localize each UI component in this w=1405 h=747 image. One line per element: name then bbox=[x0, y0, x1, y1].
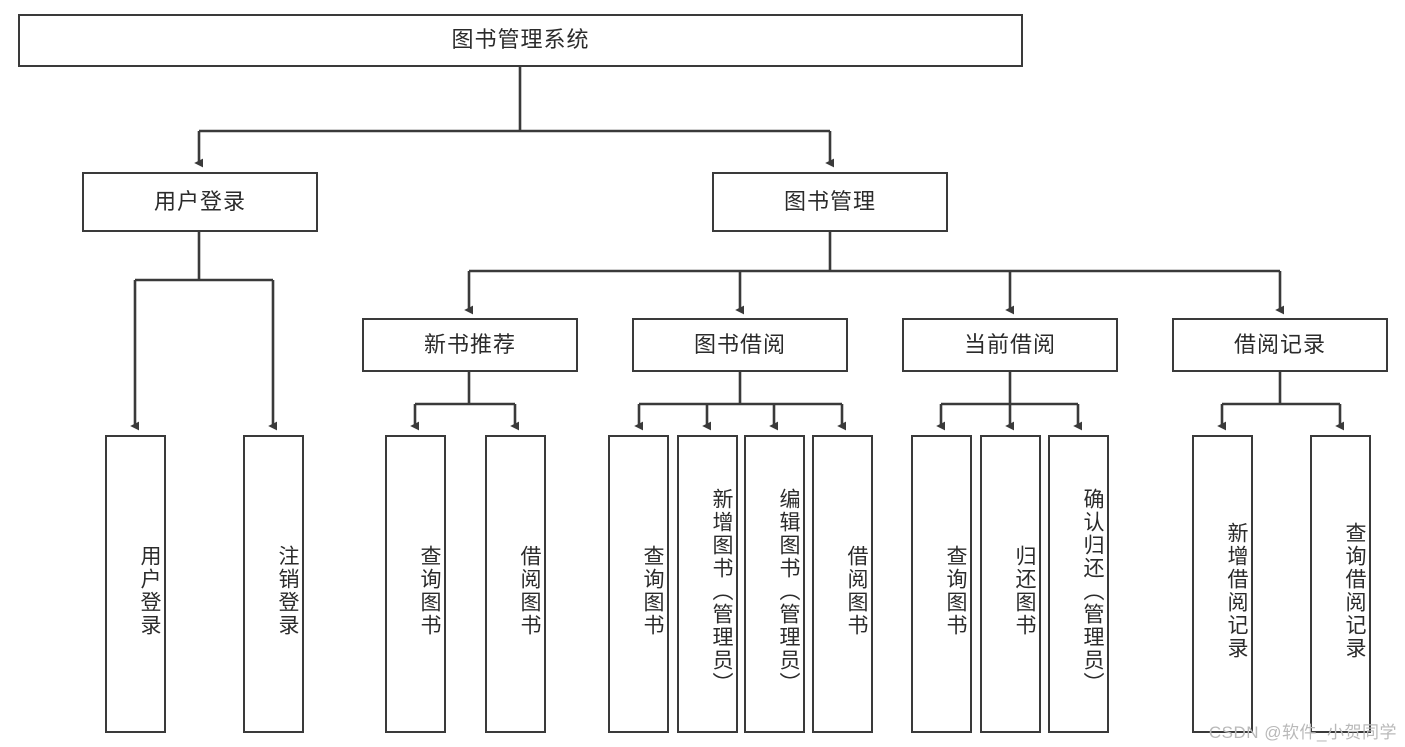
node-new-book-recommend[interactable]: 新书推荐 bbox=[362, 318, 578, 372]
leaf-nb-query-book-label: 查询图书 bbox=[418, 545, 441, 637]
node-book-management-label: 图书管理 bbox=[783, 188, 876, 214]
leaf-bb-edit-book[interactable]: 编辑图书（管理员） bbox=[744, 435, 805, 733]
node-current-borrow-label: 当前借阅 bbox=[963, 331, 1056, 357]
leaf-user-login-label: 用户登录 bbox=[138, 545, 161, 637]
leaf-bb-borrow-book-label: 借阅图书 bbox=[845, 545, 868, 637]
leaf-cb-query-book-label: 查询图书 bbox=[944, 545, 967, 637]
leaf-nb-query-book[interactable]: 查询图书 bbox=[385, 435, 446, 733]
node-user-login[interactable]: 用户登录 bbox=[82, 172, 318, 232]
leaf-nb-borrow-book[interactable]: 借阅图书 bbox=[485, 435, 546, 733]
leaf-cb-confirm-return-label: 确认归还（管理员） bbox=[1081, 487, 1104, 695]
node-book-management[interactable]: 图书管理 bbox=[712, 172, 948, 232]
leaf-br-query-record-label: 查询借阅记录 bbox=[1343, 522, 1366, 660]
leaf-bb-add-book-label: 新增图书（管理员） bbox=[710, 487, 733, 695]
watermark-text: CSDN @软件_小贺同学 bbox=[1208, 723, 1397, 742]
node-root-label: 图书管理系统 bbox=[451, 27, 590, 53]
node-current-borrow[interactable]: 当前借阅 bbox=[902, 318, 1118, 372]
node-book-borrow-label: 图书借阅 bbox=[693, 331, 786, 357]
leaf-logout[interactable]: 注销登录 bbox=[243, 435, 304, 733]
leaf-bb-edit-book-label: 编辑图书（管理员） bbox=[777, 487, 800, 695]
leaf-cb-confirm-return[interactable]: 确认归还（管理员） bbox=[1048, 435, 1109, 733]
leaf-cb-return-book-label: 归还图书 bbox=[1013, 545, 1036, 637]
node-new-book-recommend-label: 新书推荐 bbox=[423, 331, 516, 357]
leaf-br-add-record[interactable]: 新增借阅记录 bbox=[1192, 435, 1253, 733]
node-borrow-records[interactable]: 借阅记录 bbox=[1172, 318, 1388, 372]
leaf-logout-label: 注销登录 bbox=[276, 545, 299, 637]
leaf-bb-query-book[interactable]: 查询图书 bbox=[608, 435, 669, 733]
leaf-bb-query-book-label: 查询图书 bbox=[641, 545, 664, 637]
leaf-nb-borrow-book-label: 借阅图书 bbox=[518, 545, 541, 637]
leaf-bb-borrow-book[interactable]: 借阅图书 bbox=[812, 435, 873, 733]
leaf-br-query-record[interactable]: 查询借阅记录 bbox=[1310, 435, 1371, 733]
leaf-user-login[interactable]: 用户登录 bbox=[105, 435, 166, 733]
node-root[interactable]: 图书管理系统 bbox=[18, 14, 1023, 67]
leaf-bb-add-book[interactable]: 新增图书（管理员） bbox=[677, 435, 738, 733]
node-borrow-records-label: 借阅记录 bbox=[1233, 331, 1326, 357]
leaf-br-add-record-label: 新增借阅记录 bbox=[1225, 522, 1248, 660]
leaf-cb-query-book[interactable]: 查询图书 bbox=[911, 435, 972, 733]
leaf-cb-return-book[interactable]: 归还图书 bbox=[980, 435, 1041, 733]
node-book-borrow[interactable]: 图书借阅 bbox=[632, 318, 848, 372]
node-user-login-label: 用户登录 bbox=[153, 188, 246, 214]
